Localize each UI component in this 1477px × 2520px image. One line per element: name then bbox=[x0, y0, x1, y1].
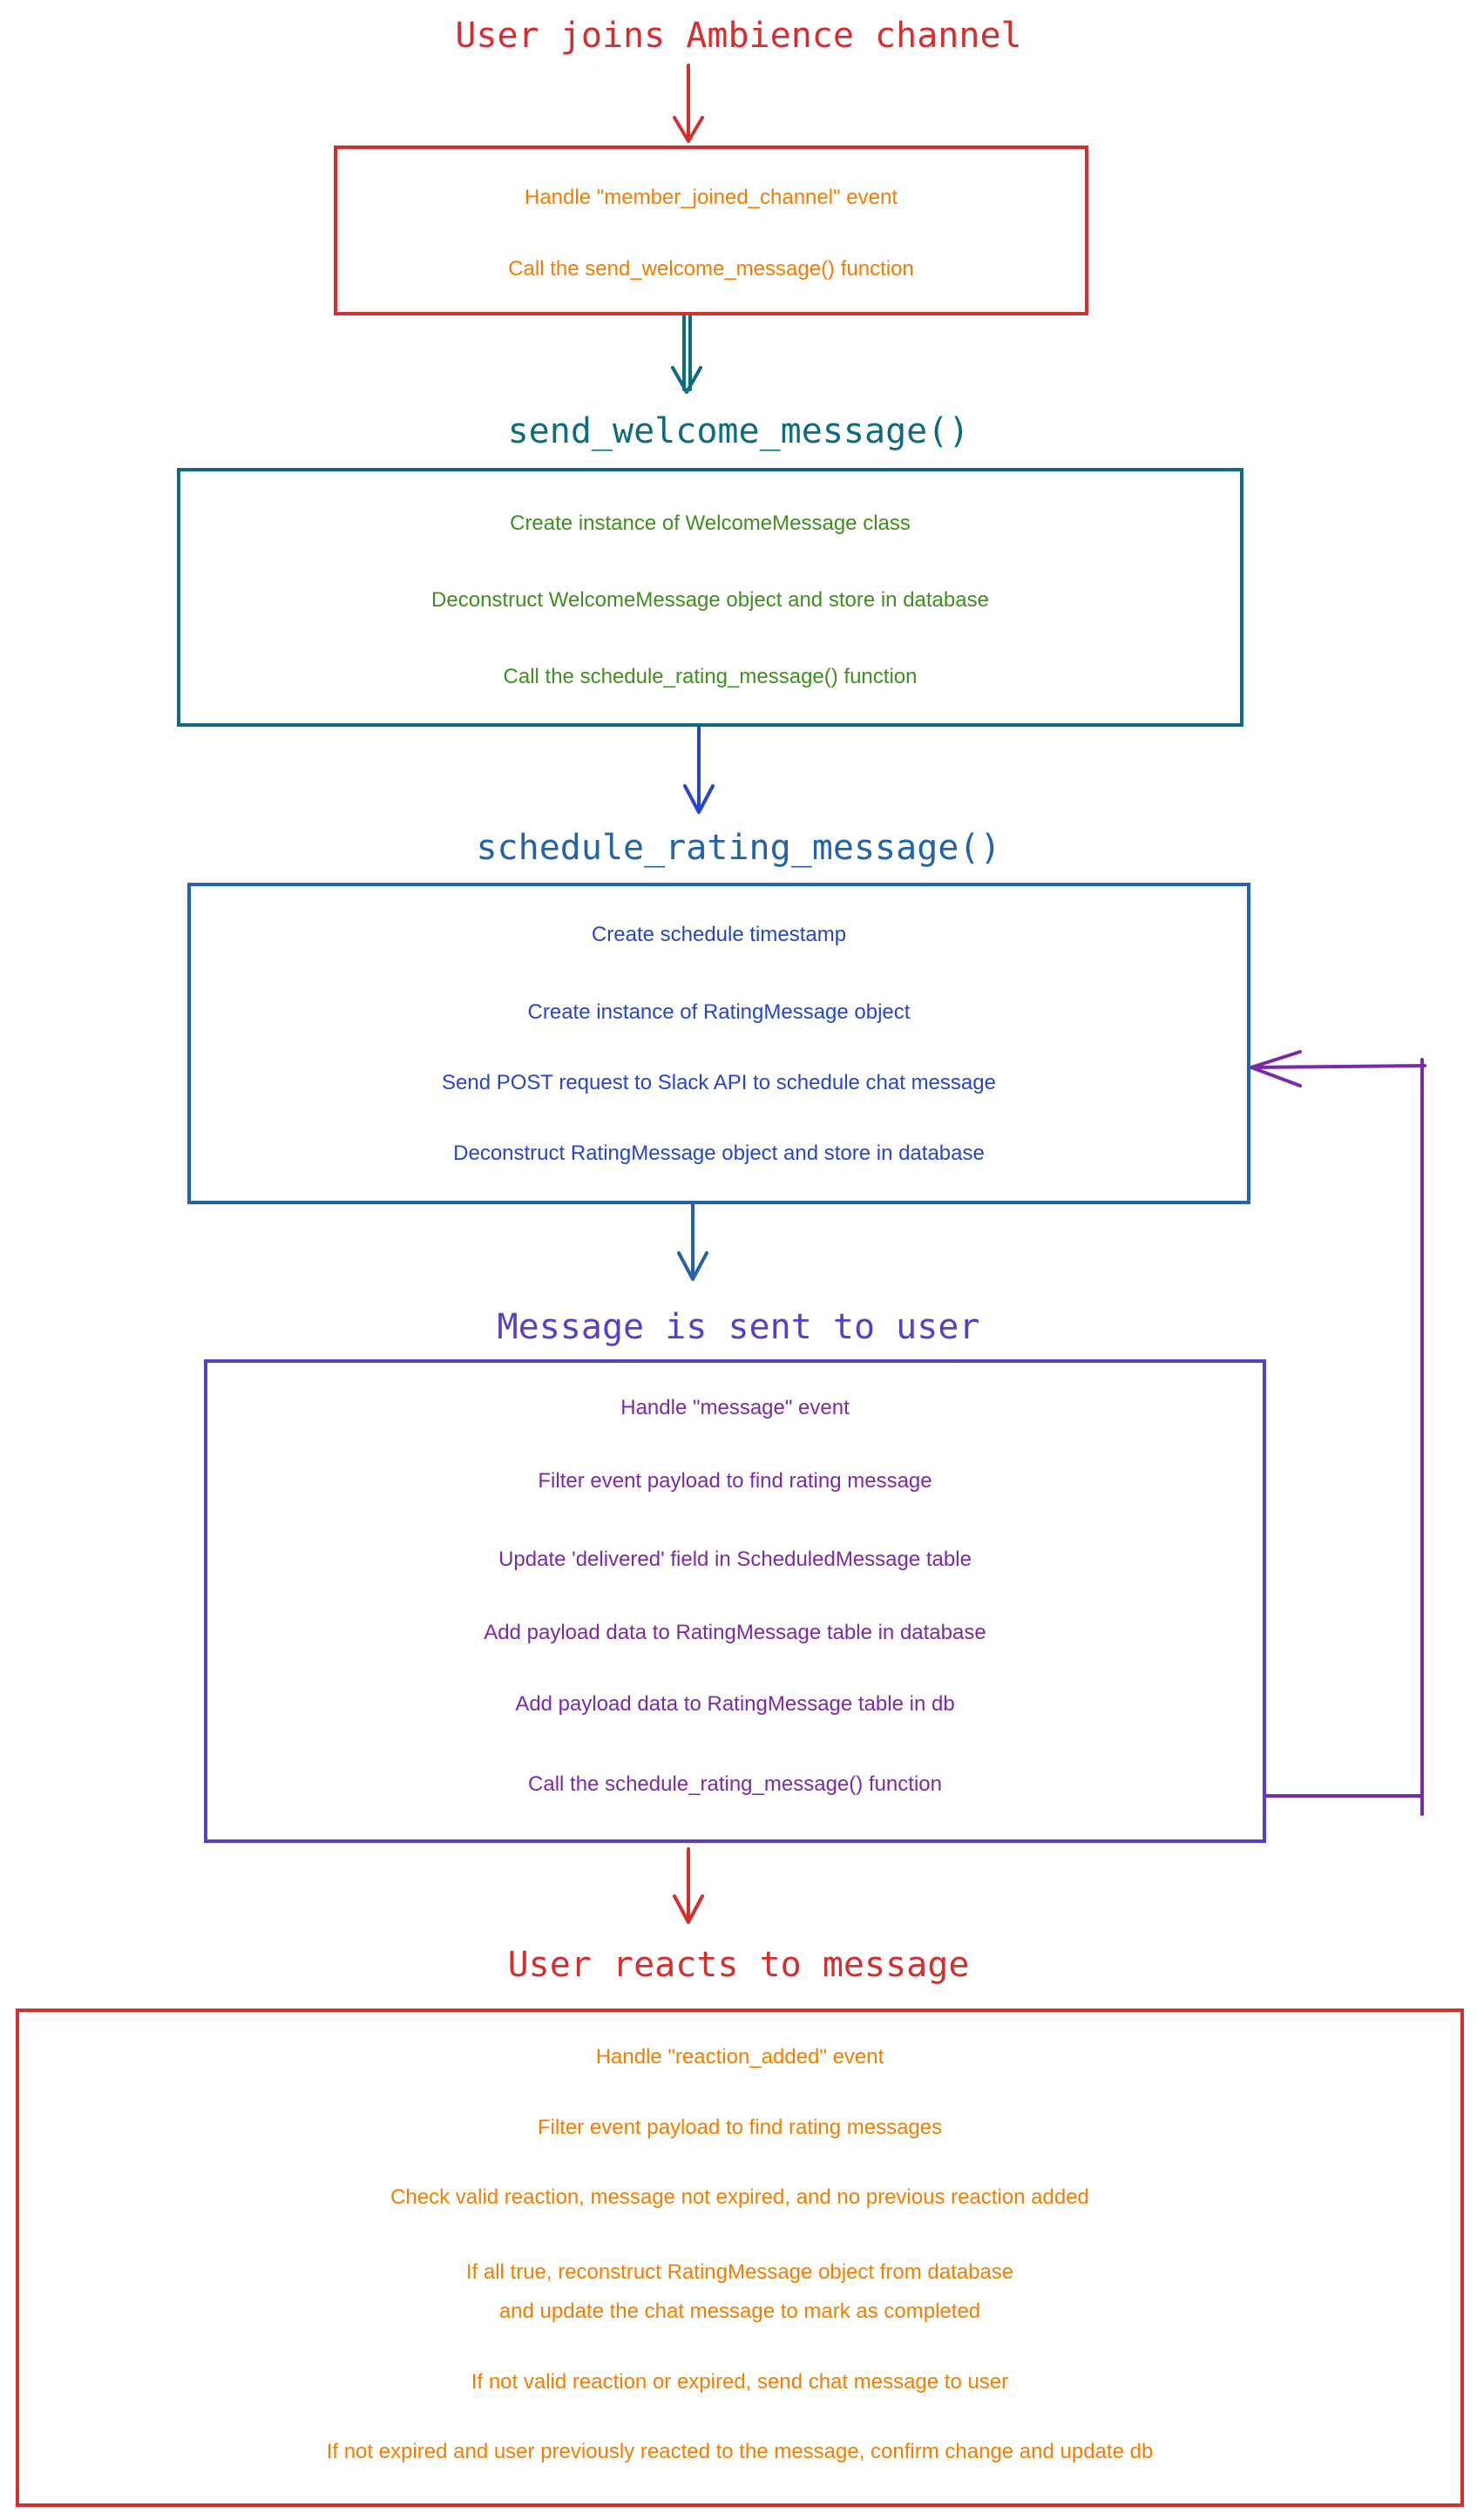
box-line: and update the chat message to mark as c… bbox=[498, 2300, 981, 2323]
box-line: Create instance of WelcomeMessage class bbox=[510, 511, 911, 535]
reaction-handler-box: Handle "reaction_added" event Filter eve… bbox=[16, 2009, 1464, 2507]
box-line: Deconstruct WelcomeMessage object and st… bbox=[431, 588, 989, 612]
box-line: Send POST request to Slack API to schedu… bbox=[442, 1071, 996, 1094]
box-line: Call the schedule_rating_message() funct… bbox=[528, 1772, 942, 1796]
user-reacts-label: User reacts to message bbox=[507, 1945, 970, 1985]
box-line: Call the schedule_rating_message() funct… bbox=[503, 665, 918, 688]
box-line: Filter event payload to find rating mess… bbox=[538, 1469, 932, 1493]
box-line: Handle "message" event bbox=[620, 1396, 850, 1419]
start-label: User joins Ambience channel bbox=[455, 16, 1022, 56]
box-line: Handle "reaction_added" event bbox=[595, 2045, 884, 2069]
arrow-start-to-join bbox=[673, 64, 704, 143]
arrow-welcome-to-schedule bbox=[683, 725, 715, 814]
arrow-schedule-to-message bbox=[677, 1202, 708, 1281]
box-line: If not expired and user previously react… bbox=[326, 2440, 1154, 2463]
box-line: Call the send_welcome_message() function bbox=[508, 257, 914, 281]
box-line: If not valid reaction or expired, send c… bbox=[471, 2370, 1009, 2394]
box-line: Deconstruct RatingMessage object and sto… bbox=[453, 1141, 985, 1165]
loop-back-arrow bbox=[1247, 1050, 1426, 1816]
welcome-function-label: send_welcome_message() bbox=[507, 411, 970, 451]
welcome-box: Create instance of WelcomeMessage class … bbox=[177, 468, 1243, 727]
box-line: If all true, reconstruct RatingMessage o… bbox=[465, 2260, 1014, 2284]
arrow-join-to-welcome bbox=[671, 314, 702, 394]
schedule-box: Create schedule timestamp Create instanc… bbox=[187, 883, 1250, 1204]
box-line: Create instance of RatingMessage object bbox=[527, 1000, 911, 1024]
message-sent-label: Message is sent to user bbox=[497, 1307, 980, 1347]
join-handler-box: Handle "member_joined_channel" event Cal… bbox=[334, 146, 1088, 315]
box-line: Add payload data to RatingMessage table … bbox=[484, 1621, 986, 1644]
box-line: Update 'delivered' field in ScheduledMes… bbox=[498, 1548, 972, 1571]
box-line: Create schedule timestamp bbox=[591, 923, 847, 946]
message-handler-box: Handle "message" event Filter event payl… bbox=[204, 1359, 1266, 1843]
arrow-message-to-reaction bbox=[673, 1847, 704, 1924]
box-line: Handle "member_joined_channel" event bbox=[525, 186, 898, 209]
box-line: Add payload data to RatingMessage table … bbox=[515, 1692, 955, 1716]
schedule-function-label: schedule_rating_message() bbox=[476, 828, 1001, 868]
box-line: Filter event payload to find rating mess… bbox=[537, 2116, 943, 2139]
box-line: Check valid reaction, message not expire… bbox=[390, 2185, 1089, 2209]
